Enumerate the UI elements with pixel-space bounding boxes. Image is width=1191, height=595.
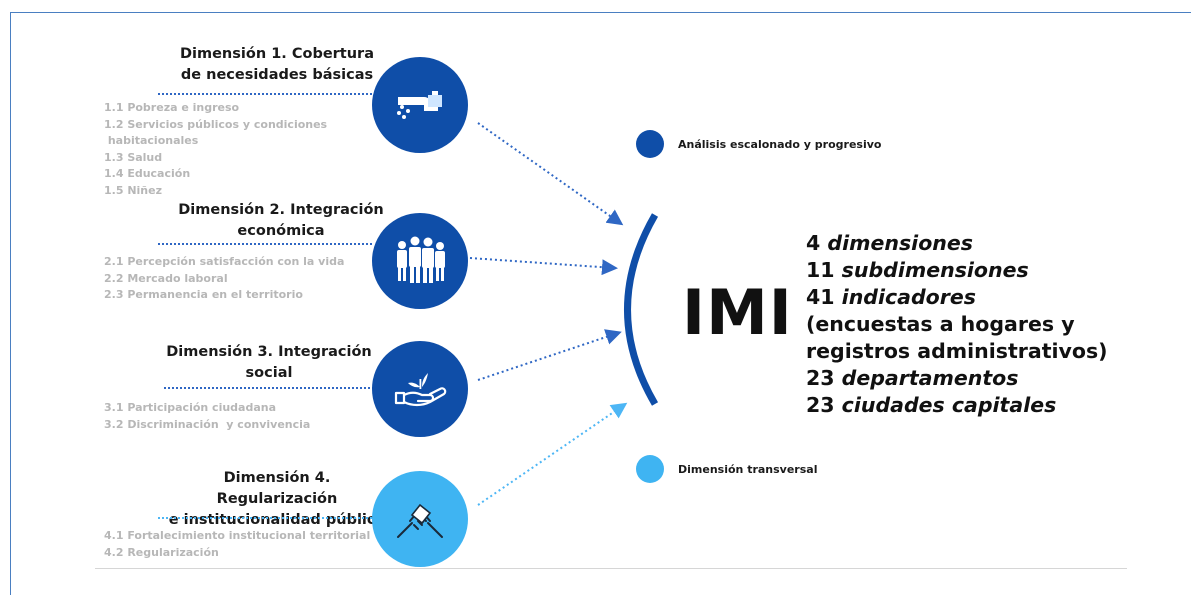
legend-label-transversal: Dimensión transversal	[678, 463, 818, 476]
dimension-1-title-line1: Dimensión 1. Cobertura	[179, 46, 374, 62]
dimension-4-title: Dimensión 4. Regularización e institucio…	[162, 468, 392, 531]
stat-text: indicadores	[841, 285, 976, 309]
dimension-3-subdimensions: 3.1 Participación ciudadana 3.2 Discrimi…	[104, 400, 310, 433]
imi-stats: 4 dimensiones 11 subdimensiones 41 indic…	[806, 230, 1108, 419]
stat-number: 41	[806, 285, 835, 309]
dimension-3-dotted-line	[164, 387, 374, 389]
subdimension-item: 1.5 Niñez	[104, 183, 162, 197]
water-tap-icon	[397, 91, 442, 119]
stat-number: 11	[806, 258, 835, 282]
stat-subdimensiones: 11 subdimensiones	[806, 257, 1108, 284]
stat-departamentos: 23 departamentos	[806, 365, 1108, 392]
stat-number: 23	[806, 393, 835, 417]
subdimension-item: 2.1 Percepción satisfacción con la vida	[104, 255, 345, 268]
subdimension-item: 4.1 Fortalecimiento institucional territ…	[104, 529, 371, 542]
stat-number: 23	[806, 366, 835, 390]
dimension-4-circle	[372, 471, 468, 567]
bottom-divider	[95, 568, 1127, 569]
stat-ciudades: 23 ciudades capitales	[806, 392, 1108, 419]
hand-plant-icon	[394, 373, 447, 407]
dimension-2-title-line2: económica	[237, 223, 325, 239]
subdimension-item: 2.2 Mercado laboral	[104, 271, 228, 285]
dimension-1-title: Dimensión 1. Cobertura de necesidades bá…	[172, 44, 382, 86]
subdimension-item: 1.4 Educación	[104, 167, 191, 180]
dimension-3-title-line2: social	[245, 365, 293, 381]
subdimension-item: 4.2 Regularización	[104, 545, 219, 559]
stat-number: 4	[806, 231, 821, 255]
subdimension-item: 1.2 Servicios públicos y condiciones	[104, 117, 328, 131]
dimension-1-title-line2: de necesidades básicas	[180, 67, 374, 83]
people-group-icon	[397, 236, 445, 283]
legend-dot-transversal	[636, 455, 664, 483]
stat-note-line2: registros administrativos)	[806, 339, 1108, 363]
stat-text: ciudades capitales	[841, 393, 1057, 417]
stat-text: subdimensiones	[841, 258, 1029, 282]
dimension-2-circle	[372, 213, 468, 309]
handshake-icon	[397, 503, 443, 538]
stat-note-line1: (encuestas a hogares y	[806, 312, 1075, 336]
dimension-4-subdimensions: 4.1 Fortalecimiento institucional territ…	[104, 528, 370, 561]
stat-dimensiones: 4 dimensiones	[806, 230, 1108, 257]
dimension-1-subdimensions: 1.1 Pobreza e ingreso 1.2 Servicios públ…	[104, 100, 327, 199]
stat-text: departamentos	[841, 366, 1019, 390]
dimension-3-title-line1: Dimensión 3. Integración	[166, 344, 372, 360]
dimension-3-circle	[372, 341, 468, 437]
subdimension-item: 1.3 Salud	[104, 150, 163, 164]
dimension-4-title-line1: Dimensión 4. Regularización	[216, 470, 338, 507]
dimension-2-title: Dimensión 2. Integración económica	[176, 200, 386, 242]
dimension-3-title: Dimensión 3. Integración social	[164, 342, 374, 384]
subdimension-item: 3.2 Discriminación y convivencia	[104, 417, 311, 431]
dimension-2-title-line1: Dimensión 2. Integración	[178, 202, 384, 218]
stat-text: dimensiones	[827, 231, 973, 255]
dimension-2-dotted-line	[158, 243, 372, 245]
stat-indicadores: 41 indicadores	[806, 284, 1108, 311]
dimension-1-circle	[372, 57, 468, 153]
dimension-2-subdimensions: 2.1 Percepción satisfacción con la vida …	[104, 254, 344, 304]
subdimension-item: 2.3 Permanencia en el territorio	[104, 288, 303, 301]
subdimension-item: 3.1 Participación ciudadana	[104, 401, 277, 414]
dimension-4-dotted-line	[158, 517, 372, 519]
imi-title: IMI	[682, 276, 793, 349]
subdimension-item: habitacionales	[104, 134, 199, 147]
legend-label-progressive: Análisis escalonado y progresivo	[678, 138, 882, 151]
dimension-1-dotted-line	[158, 93, 372, 95]
dimension-4-title-line2: e institucionalidad pública	[168, 512, 386, 528]
diagram-frame	[10, 12, 1191, 595]
subdimension-item: 1.1 Pobreza e ingreso	[104, 101, 240, 114]
legend-dot-progressive	[636, 130, 664, 158]
